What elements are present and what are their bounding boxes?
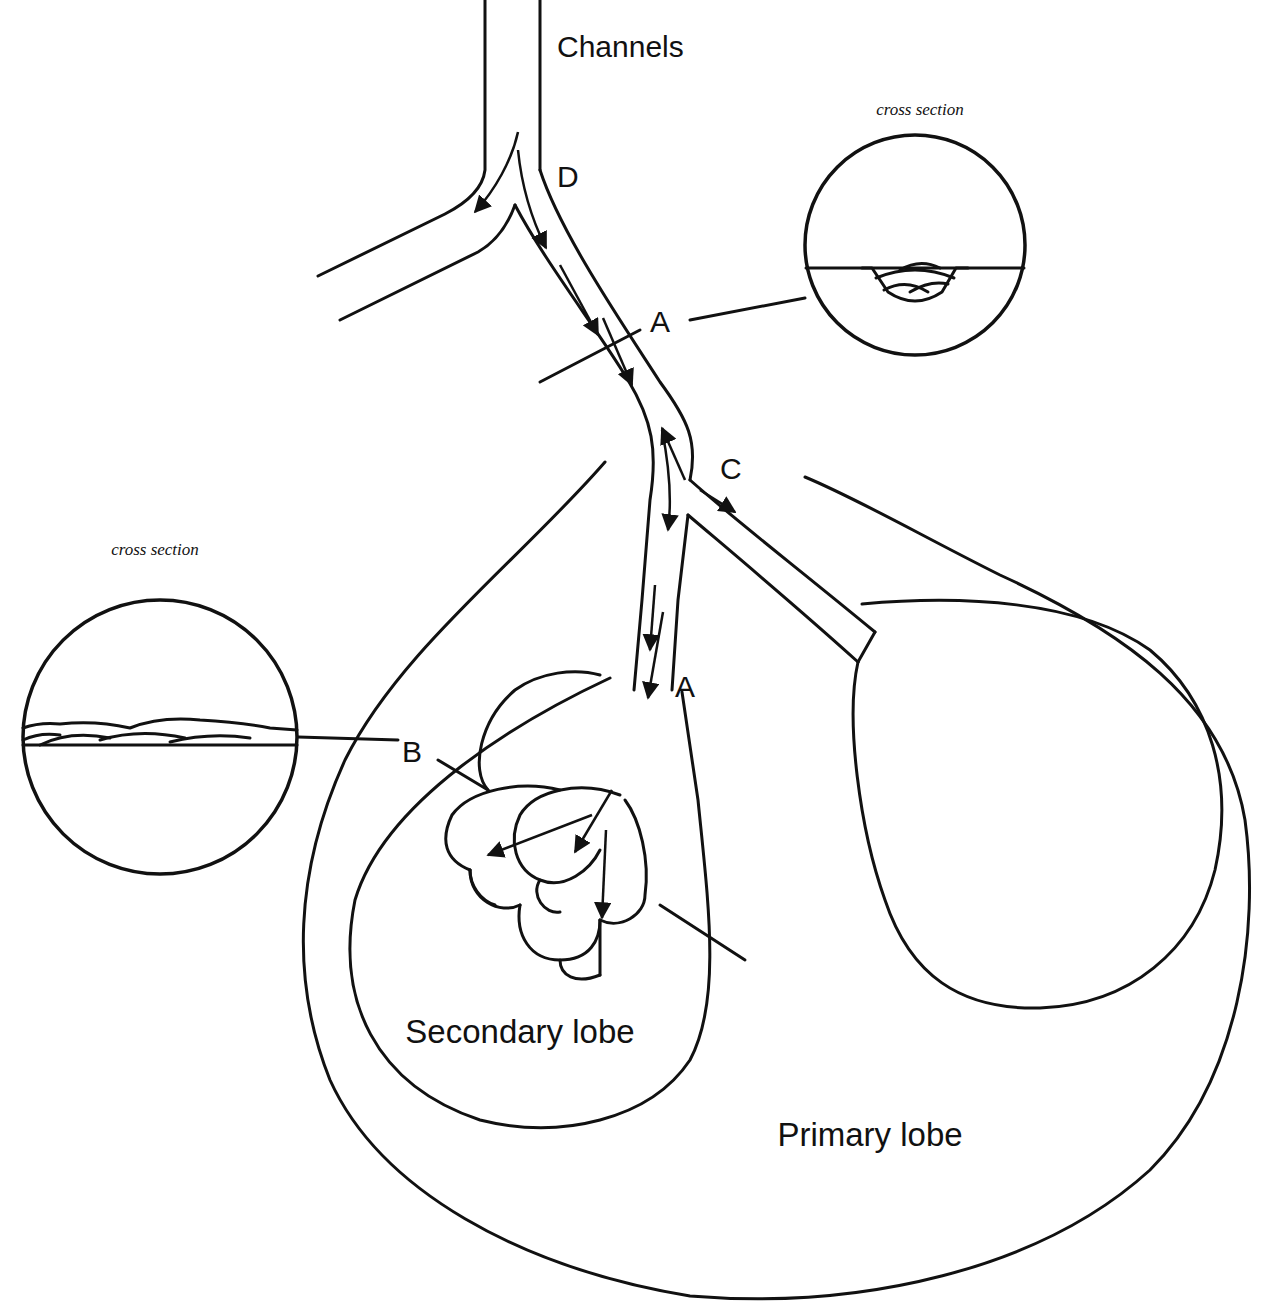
feature-label: Channels — [557, 30, 684, 64]
secondary-lobe-outline — [340, 665, 730, 1145]
cross-section: cross section — [790, 95, 1040, 365]
cross-section-circle — [15, 535, 305, 875]
callout-letter: B — [402, 735, 422, 769]
section-heading: cross section — [55, 540, 255, 560]
callout-letter: A — [675, 670, 695, 704]
callout-letter: C — [720, 452, 742, 486]
callout-letter: D — [557, 160, 579, 194]
primary-lobe-outline — [285, 455, 1260, 1305]
region-label: Primary lobe — [760, 1115, 980, 1155]
lobe-region: Primary lobe Secondary lobe — [285, 455, 1260, 1305]
cross-section: cross section — [15, 535, 305, 875]
region-label: Secondary lobe — [400, 1012, 640, 1052]
lobe-region: Secondary lobe — [340, 665, 730, 1145]
section-heading: cross section — [850, 100, 990, 120]
callout-letter: A — [650, 305, 670, 339]
cross-section-circle — [790, 95, 1040, 365]
